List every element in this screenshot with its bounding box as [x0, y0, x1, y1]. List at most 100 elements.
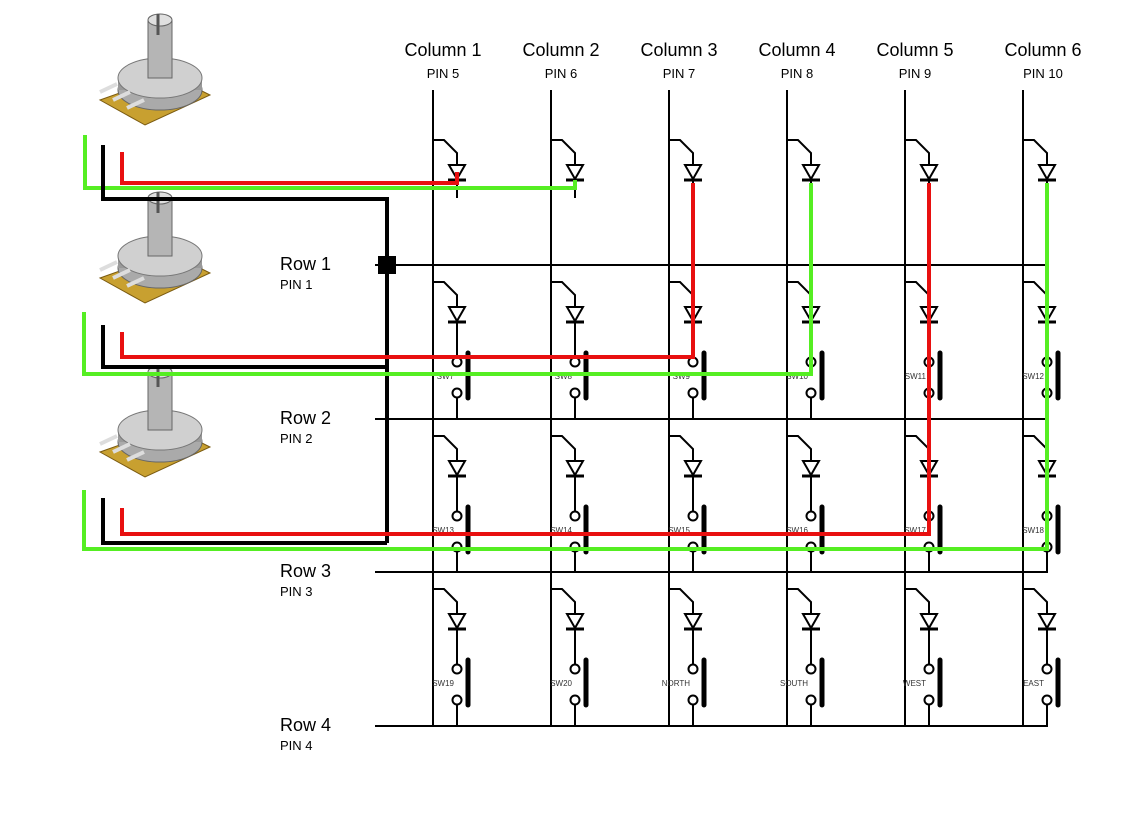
- switch-contact-icon: [687, 663, 699, 675]
- black-wire: [101, 145, 389, 543]
- pot-pin: [112, 90, 131, 102]
- switch-label: SW9: [673, 372, 691, 381]
- diode-lead: [905, 588, 930, 614]
- diode-icon: [565, 613, 585, 631]
- switch-label: SW19: [432, 679, 454, 688]
- diode-icon: [447, 613, 467, 631]
- switch-label: SW10: [786, 372, 808, 381]
- column-pin-label: PIN 10: [1023, 66, 1063, 81]
- column-label: Column 2: [522, 40, 600, 60]
- diode-lead: [787, 281, 812, 307]
- diode-icon: [447, 306, 467, 324]
- diode-icon: [683, 613, 703, 631]
- row-label: Row 2: [280, 408, 332, 428]
- red-wire: [120, 152, 459, 185]
- column-pin-label: PIN 7: [662, 66, 696, 81]
- matrix-cell: SW10: [786, 281, 825, 419]
- diode-icon: [919, 613, 939, 631]
- diode-lead: [905, 435, 930, 461]
- matrix-cell: SW13: [432, 435, 471, 573]
- switch-contact-icon: [451, 663, 463, 675]
- pot-pin: [126, 450, 145, 462]
- switch-label: SW15: [668, 526, 690, 535]
- matrix-cell: EAST: [1023, 588, 1061, 726]
- matrix-cell: SW9: [669, 281, 707, 419]
- matrix-cell: SW8: [551, 281, 589, 419]
- pot-pin: [112, 442, 131, 454]
- switch-label: SW16: [786, 526, 808, 535]
- switch-contact-icon: [923, 694, 935, 706]
- diode-lead: [787, 588, 812, 614]
- row-pin-label: PIN 1: [280, 277, 313, 292]
- matrix-cell: [905, 139, 939, 198]
- black-wire: [101, 498, 387, 545]
- switch-label: SW7: [437, 372, 455, 381]
- matrix-cell: [551, 139, 585, 198]
- matrix-cell: SW17: [904, 435, 943, 573]
- switch-contact-icon: [451, 510, 463, 522]
- matrix-cell: NORTH: [662, 588, 707, 726]
- pot-shaft-top: [147, 13, 173, 27]
- diode-lead: [551, 139, 576, 165]
- matrix-cell: SW20: [550, 588, 589, 726]
- diode-icon: [447, 460, 467, 478]
- switch-contact-icon: [451, 694, 463, 706]
- diode-lead: [433, 281, 458, 307]
- diode-lead: [433, 435, 458, 461]
- diode-icon: [565, 460, 585, 478]
- switch-contact-icon: [923, 663, 935, 675]
- matrix-cell: [787, 139, 821, 198]
- diode-lead: [669, 281, 694, 307]
- diode-lead: [433, 139, 458, 165]
- switch-label: SW20: [550, 679, 572, 688]
- diode-icon: [683, 164, 703, 182]
- diode-lead: [905, 139, 930, 165]
- pot-pin: [126, 98, 145, 110]
- pot-pin: [99, 434, 118, 446]
- green-wire: [83, 135, 577, 190]
- diode-lead: [551, 281, 576, 307]
- row-label: Row 1: [280, 254, 332, 274]
- row-pin-label: PIN 4: [280, 738, 313, 753]
- potentiometer-icon: [98, 191, 212, 304]
- pot-shaft: [147, 19, 173, 79]
- diode-lead: [669, 588, 694, 614]
- pot-pin: [99, 82, 118, 94]
- pot-pin: [112, 268, 131, 280]
- column-label: Column 3: [640, 40, 718, 60]
- diode-lead: [787, 139, 812, 165]
- column-pin-label: PIN 5: [426, 66, 460, 81]
- diode-lead: [1023, 281, 1048, 307]
- matrix-cell: SW7: [433, 281, 471, 419]
- diode-lead: [551, 588, 576, 614]
- switch-label: SW13: [432, 526, 454, 535]
- matrix-cell: SW16: [786, 435, 825, 573]
- switch-contact-icon: [805, 387, 817, 399]
- switch-label: NORTH: [662, 679, 691, 688]
- diode-lead: [669, 139, 694, 165]
- diode-lead: [551, 435, 576, 461]
- switch-label: WEST: [903, 679, 926, 688]
- matrix-cell: SW12: [1022, 281, 1061, 419]
- switch-label: EAST: [1023, 679, 1044, 688]
- row-label: Row 4: [280, 715, 332, 735]
- matrix-cell: [669, 139, 703, 198]
- diode-icon: [919, 164, 939, 182]
- switch-contact-icon: [569, 663, 581, 675]
- switch-contact-icon: [805, 694, 817, 706]
- switch-contact-icon: [451, 387, 463, 399]
- switch-contact-icon: [687, 694, 699, 706]
- switch-contact-icon: [687, 387, 699, 399]
- column-pin-label: PIN 6: [544, 66, 578, 81]
- diode-icon: [683, 460, 703, 478]
- column-label: Column 4: [758, 40, 836, 60]
- switch-label: SW18: [1022, 526, 1044, 535]
- diode-icon: [801, 460, 821, 478]
- switch-contact-icon: [805, 663, 817, 675]
- column-label: Column 5: [876, 40, 954, 60]
- pot-pin: [126, 276, 145, 288]
- diode-lead: [787, 435, 812, 461]
- switch-contact-icon: [1041, 694, 1053, 706]
